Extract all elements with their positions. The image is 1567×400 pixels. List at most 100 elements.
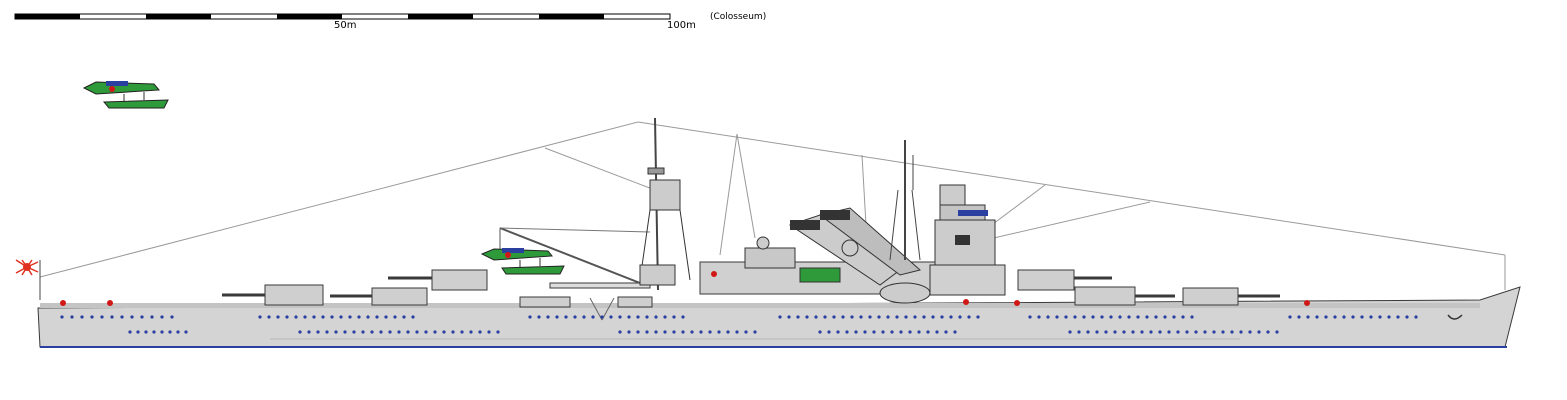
porthole [881,330,885,334]
porthole [496,330,500,334]
porthole [1212,330,1216,334]
porthole [859,315,863,319]
porthole [1324,315,1328,319]
porthole [1176,330,1180,334]
porthole [708,330,712,334]
porthole [868,315,872,319]
porthole [582,315,586,319]
porthole [672,315,676,319]
porthole [433,330,437,334]
porthole [609,315,613,319]
porthole [913,315,917,319]
porthole [184,330,188,334]
deck-markings [60,271,1310,306]
porthole [60,315,64,319]
porthole [388,330,392,334]
porthole [654,330,658,334]
porthole [1068,330,1072,334]
porthole [681,330,685,334]
crane-boom [499,227,641,284]
porthole [832,315,836,319]
porthole [805,315,809,319]
porthole [144,330,148,334]
porthole [555,315,559,319]
porthole [877,315,881,319]
porthole [886,315,890,319]
porthole [1118,315,1122,319]
porthole [303,315,307,319]
porthole [1163,315,1167,319]
bridge-tower [929,184,1006,296]
porthole [267,315,271,319]
porthole [1342,315,1346,319]
catapult [549,282,651,289]
porthole [845,330,849,334]
porthole [325,330,329,334]
porthole [415,330,419,334]
porthole [814,315,818,319]
porthole [424,330,428,334]
porthole [778,315,782,319]
porthole [699,330,703,334]
porthole [528,315,532,319]
porthole [168,330,172,334]
porthole [1266,330,1270,334]
midships-superstructure [699,207,941,304]
porthole [451,330,455,334]
porthole [796,315,800,319]
porthole [110,315,114,319]
porthole [958,315,962,319]
porthole [1297,315,1301,319]
porthole [384,315,388,319]
porthole [1046,315,1050,319]
porthole [258,315,262,319]
porthole [1091,315,1095,319]
porthole [402,315,406,319]
porthole [854,330,858,334]
porthole [823,315,827,319]
porthole [334,330,338,334]
porthole [1230,330,1234,334]
porthole [276,315,280,319]
porthole [100,315,104,319]
porthole [1095,330,1099,334]
porthole [1154,315,1158,319]
artist-credit: (Colosseum) [710,12,767,22]
porthole [348,315,352,319]
porthole [1333,315,1337,319]
porthole [618,315,622,319]
porthole [150,315,154,319]
porthole [591,315,595,319]
porthole [176,330,180,334]
porthole [753,330,757,334]
porthole [654,315,658,319]
porthole [1396,315,1400,319]
porthole [672,330,676,334]
rising-sun-ensign-icon [15,259,41,300]
porthole [895,315,899,319]
porthole [726,330,730,334]
anchor-hawse [1447,314,1463,320]
porthole [827,330,831,334]
porthole [1360,315,1364,319]
porthole [573,315,577,319]
porthole [140,315,144,319]
porthole [546,315,550,319]
porthole [1100,315,1104,319]
porthole [663,315,667,319]
porthole [1077,330,1081,334]
porthole [922,315,926,319]
porthole [1203,330,1207,334]
porthole [850,315,854,319]
porthole [330,315,334,319]
porthole [1140,330,1144,334]
floatplane-icon [82,81,169,109]
porthole [636,330,640,334]
porthole [285,315,289,319]
porthole [339,315,343,319]
porthole [1122,330,1126,334]
porthole [744,330,748,334]
floatplane-icon [480,248,565,275]
porthole [1145,315,1149,319]
porthole [1248,330,1252,334]
